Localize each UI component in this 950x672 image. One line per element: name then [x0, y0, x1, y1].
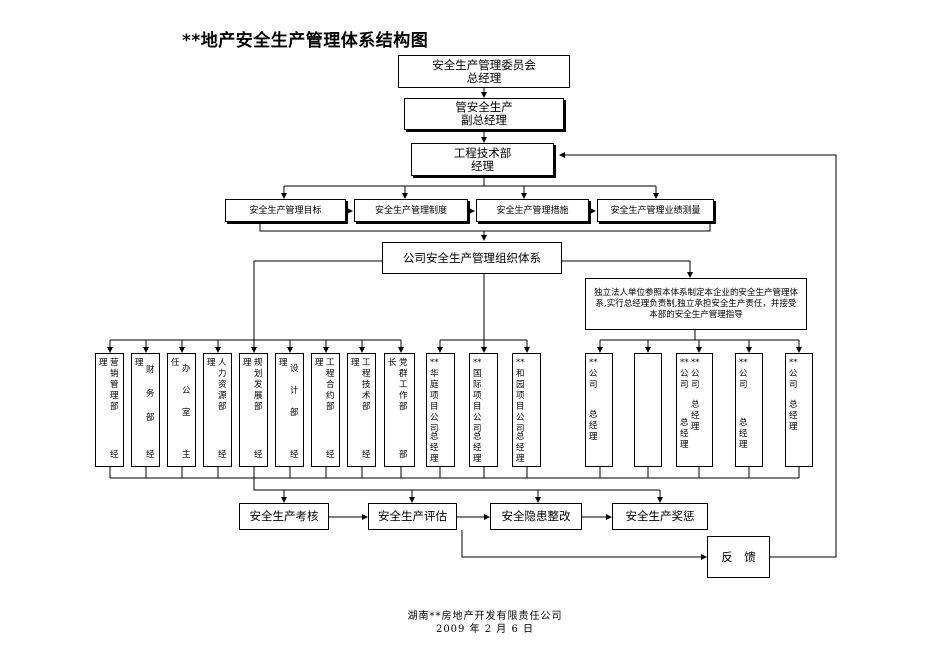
- process-rectification-label: 安全隐患整改: [501, 509, 571, 523]
- dept-planning-box: 理 规划发展部 经: [239, 353, 268, 467]
- project-guoji-role: 总经理: [473, 432, 482, 464]
- management-system-label: 安全生产管理制度: [374, 205, 447, 216]
- dept-hr-box: 理 人力资源部 经: [203, 353, 232, 467]
- company-box-1: **公司 总经理: [585, 353, 613, 467]
- management-target-box: 安全生产管理目标: [225, 199, 346, 222]
- footer-company: 湖南**房地产开发有限责任公司: [407, 611, 563, 622]
- dept-design-bottom: 经: [290, 450, 299, 460]
- company-4-name: **公司: [739, 358, 748, 390]
- engineering-role: 经理: [471, 158, 494, 173]
- process-reward-box: 安全生产奖惩: [612, 503, 708, 530]
- dept-contract-bottom: 经: [326, 450, 335, 460]
- process-rectification-box: 安全隐患整改: [490, 503, 582, 530]
- dept-engineering-name: 工程技术部: [362, 358, 371, 412]
- footer-date: 2009 年 2 月 6 日: [435, 624, 535, 635]
- dept-planning-name: 规划发展部: [254, 358, 263, 412]
- dept-engineering-col1: 理: [351, 358, 360, 368]
- dept-engineering-box: 理 工程技术部 经: [347, 353, 376, 467]
- project-guoji-name: **国际项目公司: [473, 358, 482, 434]
- project-huating-box: **华庭项目公司 总经理: [426, 353, 455, 467]
- management-target-label: 安全生产管理目标: [249, 205, 322, 216]
- company-box-3: **公司 总经理 **公司 总经理: [676, 353, 713, 467]
- company-box-5: **公司 总经理: [785, 353, 813, 467]
- dept-planning-bottom: 经: [254, 450, 263, 460]
- project-huating-name: **华庭项目公司: [430, 358, 439, 434]
- dept-contract-name: 工程合约部: [326, 358, 335, 412]
- dept-office-box: 任 办公室 主: [167, 353, 196, 467]
- company-3-role: 总经理: [691, 400, 700, 432]
- company-3-name-left: **公司: [680, 358, 689, 390]
- dept-office-bottom: 主: [182, 450, 191, 460]
- process-assessment-box: 安全生产考核: [239, 503, 329, 530]
- process-reward-label: 安全生产奖惩: [625, 509, 695, 523]
- company-1-role: 总经理: [589, 410, 598, 442]
- company-1-name: **公司: [589, 358, 598, 390]
- dept-party-name: 党群工作部: [399, 358, 408, 412]
- dept-marketing-bottom: 经: [110, 450, 119, 460]
- org-system-label: 公司安全生产管理组织体系: [403, 250, 541, 265]
- committee-role: 总经理: [466, 70, 502, 85]
- independent-note-text: 独立法人单位参照本体系制定本企业的安全生产管理体系,实行总经理负责制,独立承担安…: [593, 287, 798, 320]
- dept-planning-col1: 理: [243, 358, 252, 368]
- dept-office-name: 办公室: [182, 364, 191, 418]
- dept-engineering-bottom: 经: [362, 450, 371, 460]
- company-3-name: **公司: [691, 358, 700, 390]
- company-5-name: **公司: [789, 358, 798, 390]
- dept-office-col1: 任: [171, 358, 180, 368]
- company-5-role: 总经理: [789, 400, 798, 432]
- management-performance-label: 安全生产管理业绩测量: [610, 205, 701, 216]
- company-3-role-left: 总经理: [680, 418, 689, 450]
- management-system-box: 安全生产管理制度: [354, 199, 468, 222]
- deputy-label: 管安全生产: [455, 100, 513, 114]
- project-heyuan-role: 总经理: [516, 432, 525, 464]
- project-huating-role: 总经理: [430, 432, 439, 464]
- dept-party-col1: 长: [388, 358, 397, 368]
- engineering-dept-box: 工程技术部 经理: [411, 143, 554, 176]
- org-system-box: 公司安全生产管理组织体系: [382, 242, 562, 274]
- management-measures-label: 安全生产管理措施: [496, 205, 569, 216]
- feedback-box: 反 馈: [707, 536, 770, 578]
- dept-hr-bottom: 经: [218, 450, 227, 460]
- safety-committee-box: 安全生产管理委员会 总经理: [398, 55, 570, 88]
- dept-finance-bottom: 经: [146, 450, 155, 460]
- dept-finance-col1: 理: [135, 358, 144, 368]
- project-heyuan-box: **和园项目公司 总经理: [512, 353, 541, 467]
- process-evaluation-label: 安全生产评估: [378, 509, 447, 523]
- process-assessment-label: 安全生产考核: [249, 509, 319, 523]
- deputy-role: 副总经理: [461, 113, 507, 127]
- committee-label: 安全生产管理委员会: [432, 57, 536, 72]
- company-box-4: **公司 总经理: [735, 353, 763, 467]
- dept-design-box: 理 设计部 经: [275, 353, 304, 467]
- dept-finance-box: 理 财务部 经: [131, 353, 160, 467]
- feedback-label: 反 馈: [721, 549, 756, 564]
- company-4-role: 总经理: [739, 418, 748, 450]
- page-title: **地产安全生产管理体系结构图: [182, 31, 429, 51]
- dept-hr-name: 人力资源部: [218, 358, 227, 412]
- engineering-label: 工程技术部: [453, 145, 512, 160]
- dept-contract-col1: 理: [315, 358, 324, 368]
- dept-design-col1: 理: [279, 358, 288, 368]
- management-measures-box: 安全生产管理措施: [476, 199, 589, 222]
- independent-note-box: 独立法人单位参照本体系制定本企业的安全生产管理体系,实行总经理负责制,独立承担安…: [585, 278, 807, 330]
- dept-marketing-box: 理 营销管理部 经: [95, 353, 124, 467]
- process-evaluation-box: 安全生产评估: [368, 503, 457, 530]
- dept-design-name: 设计部: [290, 364, 299, 418]
- deputy-manager-box: 管安全生产 副总经理: [404, 98, 564, 130]
- dept-finance-name: 财务部: [146, 365, 155, 423]
- dept-party-bottom: 部: [399, 450, 408, 460]
- company-box-2: [634, 353, 662, 467]
- management-performance-box: 安全生产管理业绩测量: [597, 199, 714, 222]
- dept-marketing-name: 营销管理部: [110, 358, 119, 412]
- dept-party-box: 长 党群工作部 部: [384, 353, 415, 467]
- dept-hr-col1: 理: [207, 358, 216, 368]
- project-guoji-box: **国际项目公司 总经理: [469, 353, 498, 467]
- dept-contract-box: 理 工程合约部 经: [311, 353, 340, 467]
- project-heyuan-name: **和园项目公司: [516, 358, 525, 434]
- dept-marketing-col1: 理: [99, 358, 108, 368]
